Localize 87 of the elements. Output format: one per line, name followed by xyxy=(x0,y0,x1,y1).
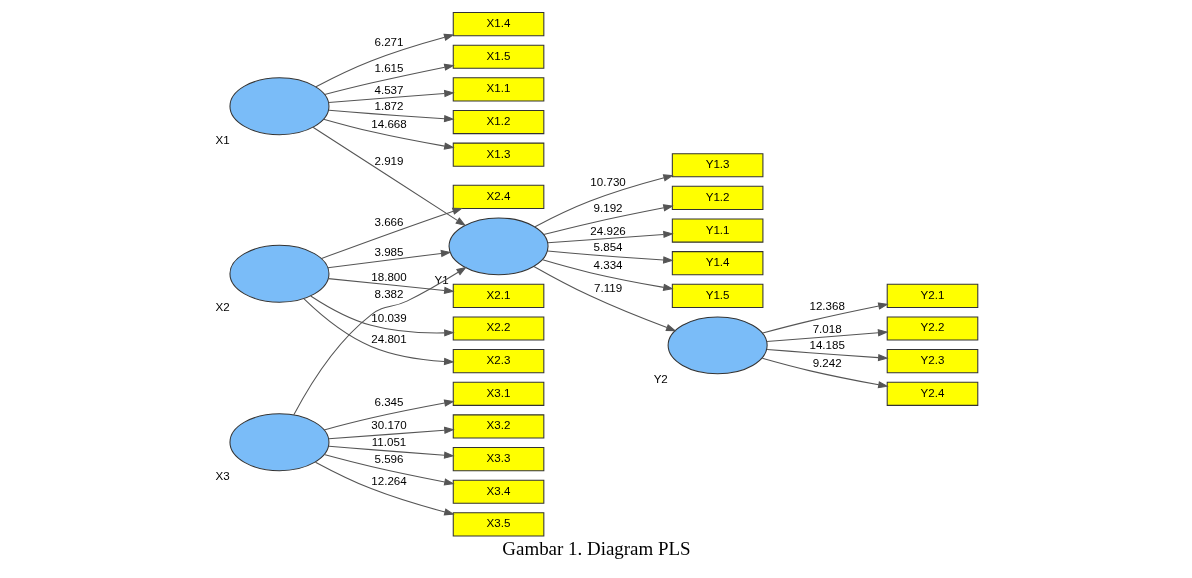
edge-label: 12.368 xyxy=(808,300,845,313)
edge-label: 24.801 xyxy=(370,333,407,346)
arrow xyxy=(314,33,454,88)
edge-label: 24.926 xyxy=(589,224,626,237)
arrow xyxy=(327,426,455,440)
caption: Gambar 1. Diagram PLS xyxy=(501,538,691,560)
node-label: Y1 xyxy=(434,274,449,287)
arrow xyxy=(761,357,889,389)
edge-label: 8.382 xyxy=(374,287,403,300)
arrow xyxy=(541,259,674,291)
node-box: X3.5 xyxy=(452,512,544,537)
arrow xyxy=(322,118,455,150)
node-box: Y2.1 xyxy=(886,283,978,308)
node-box: Y1.4 xyxy=(671,251,763,276)
node-box: Y1.3 xyxy=(671,153,763,178)
node-box: Y1.2 xyxy=(671,185,763,210)
node-ellipse xyxy=(667,316,768,375)
edge-label: 10.039 xyxy=(370,311,407,324)
edge-label: 10.730 xyxy=(589,176,626,189)
arrow xyxy=(761,302,889,334)
arrow xyxy=(327,109,455,123)
arrow xyxy=(326,249,451,269)
edge-label: 1.872 xyxy=(374,100,403,113)
arrow xyxy=(765,329,888,343)
edge-label: 14.185 xyxy=(808,339,845,352)
node-box: X2.1 xyxy=(452,283,544,308)
arrow xyxy=(766,348,889,362)
edge-label: 9.192 xyxy=(593,202,623,215)
arrow xyxy=(546,230,674,244)
arrow xyxy=(320,207,463,259)
arrow xyxy=(323,454,455,486)
edge-label: 2.919 xyxy=(374,155,403,168)
arrow xyxy=(534,174,674,228)
node-label: X3 xyxy=(215,469,230,482)
arrow xyxy=(323,63,455,96)
edge-label: 5.596 xyxy=(374,453,403,466)
node-box: Y1.1 xyxy=(671,218,763,243)
node-box: Y1.5 xyxy=(671,283,763,308)
edge-label: 6.271 xyxy=(374,36,403,49)
arrow xyxy=(546,250,674,264)
edge-label: 7.018 xyxy=(812,322,842,335)
node-box: X1.2 xyxy=(452,109,544,135)
node-box: Y2.2 xyxy=(886,316,978,341)
edge-label: 7.119 xyxy=(593,282,622,295)
node-label: X1 xyxy=(215,133,230,146)
arrow xyxy=(323,399,455,431)
node-box: X3.1 xyxy=(452,381,544,406)
arrow xyxy=(327,89,455,104)
arrow xyxy=(327,445,455,459)
node-box: X2.4 xyxy=(452,184,544,209)
node-box: X3.2 xyxy=(452,414,544,439)
node-box: Y2.3 xyxy=(886,349,978,374)
node-box: X2.3 xyxy=(452,349,544,374)
edge-label: 4.334 xyxy=(593,259,623,272)
edge-label: 9.242 xyxy=(812,357,842,370)
node-box: X1.5 xyxy=(452,44,544,69)
edge-label: 5.854 xyxy=(593,241,623,254)
node-box: X2.2 xyxy=(452,316,544,341)
arrow xyxy=(532,265,676,332)
node-ellipse xyxy=(228,244,329,303)
node-box: X3.3 xyxy=(452,447,544,472)
node-box: X1.3 xyxy=(452,142,544,167)
node-box: X3.4 xyxy=(452,479,544,504)
edge-label: 1.615 xyxy=(374,62,403,75)
edge-label: 3.666 xyxy=(374,216,403,229)
edge-label: 11.051 xyxy=(371,436,406,449)
arrow xyxy=(302,298,455,366)
edge-label: 6.345 xyxy=(374,396,403,409)
node-label: Y2 xyxy=(653,373,668,386)
node-box: Y2.4 xyxy=(886,381,978,406)
edge-label: 18.800 xyxy=(370,270,407,283)
arrow xyxy=(309,295,455,337)
edge-label: 4.537 xyxy=(374,84,403,97)
node-box: X1.4 xyxy=(452,12,544,37)
node-box: X1.1 xyxy=(452,77,544,102)
edge-label: 30.170 xyxy=(370,419,407,432)
arrow xyxy=(292,266,467,416)
arrow xyxy=(542,204,674,236)
arrow xyxy=(314,461,455,516)
edge-label: 3.985 xyxy=(374,245,403,258)
edge-label: 12.264 xyxy=(370,475,407,488)
node-label: X2 xyxy=(215,301,230,314)
arrow xyxy=(311,126,466,227)
node-ellipse xyxy=(228,413,329,472)
arrow xyxy=(327,278,455,295)
node-ellipse xyxy=(228,77,329,136)
edge-label: 14.668 xyxy=(370,118,407,131)
